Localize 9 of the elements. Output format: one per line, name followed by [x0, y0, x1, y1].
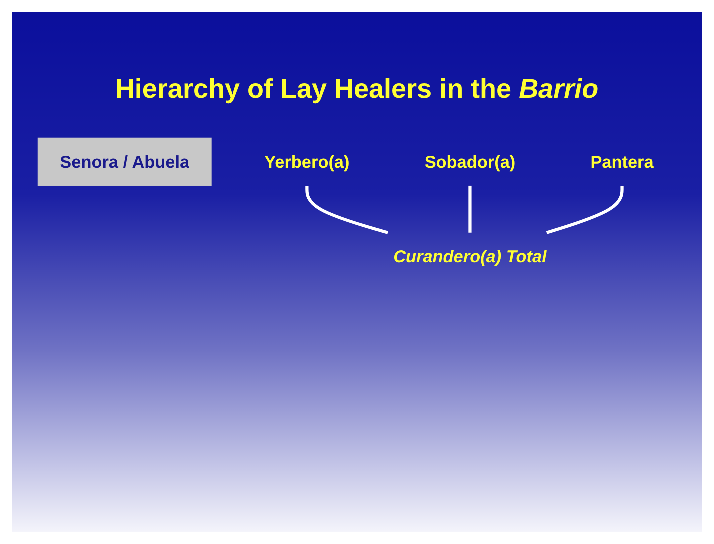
node-text: Curandero(a) Total: [394, 246, 547, 267]
node-text: Sobador(a): [424, 152, 516, 172]
node-box: Senora / Abuela: [38, 138, 212, 186]
diagram-title: Hierarchy of Lay Healers in the Barrio: [114, 74, 600, 105]
node-text: Yerbero(a): [264, 152, 350, 172]
connector: [546, 186, 624, 234]
connector: [468, 186, 472, 233]
node-text: Pantera: [590, 152, 654, 172]
connector: [306, 186, 388, 234]
